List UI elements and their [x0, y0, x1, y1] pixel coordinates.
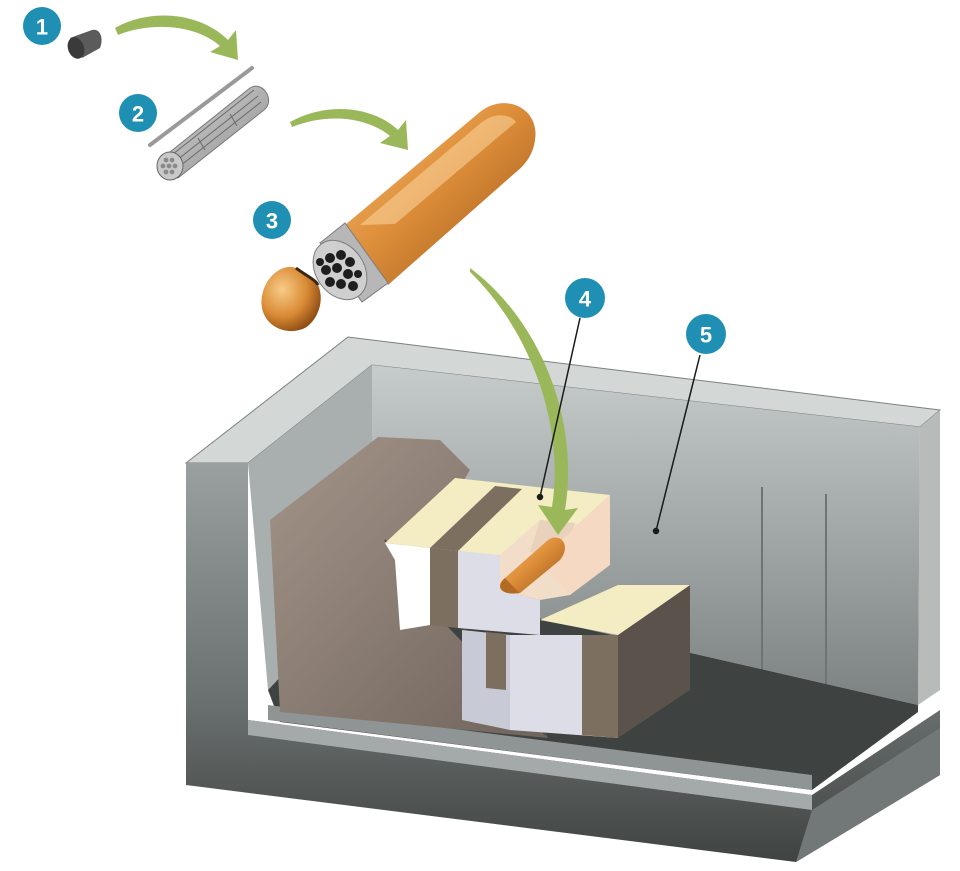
- fuel-bundle: [148, 66, 270, 181]
- lower-block-side: [618, 585, 690, 738]
- step-5-badge: 5: [686, 314, 726, 354]
- upper-block-front: [458, 551, 540, 635]
- step-2-label: 2: [132, 102, 144, 127]
- callout-lines: [536, 317, 701, 535]
- step-5-label: 5: [700, 323, 712, 348]
- lower-block-band: [486, 632, 506, 690]
- placement-room: [270, 437, 690, 738]
- arrow-1-to-2: [115, 15, 238, 60]
- arrow-2-to-3: [290, 108, 408, 150]
- vault-front-face: [186, 463, 940, 862]
- lower-block-top: [540, 585, 690, 635]
- vault-right-rim: [918, 410, 940, 705]
- arrow-3-to-4: [470, 268, 578, 535]
- upper-block-band: [430, 486, 522, 551]
- insert-channels: [316, 250, 362, 291]
- upper-block-band-front: [430, 548, 458, 628]
- step-4-label: 4: [579, 287, 592, 312]
- step-3-label: 3: [266, 209, 278, 234]
- step-3-badge: 3: [253, 201, 291, 239]
- step-1-badge: 1: [23, 7, 61, 45]
- fuel-pellet: [67, 29, 102, 59]
- lower-block-band: [582, 635, 618, 738]
- vault-back-wall: [372, 365, 920, 705]
- step-4-badge: 4: [565, 278, 605, 318]
- canister-body: [345, 103, 536, 285]
- copper-container: [261, 103, 536, 332]
- vault-floor-ledge: [268, 705, 812, 790]
- vault-front-top: [248, 720, 812, 810]
- placed-canister: [500, 537, 565, 594]
- canister-highlight: [360, 115, 516, 225]
- process-arrows: [115, 15, 578, 535]
- vault-bottom-slab: [796, 728, 940, 862]
- canister-lid: [261, 267, 321, 332]
- upper-block-front: [385, 543, 430, 630]
- step-1-label: 1: [36, 15, 48, 40]
- step-2-badge: 2: [119, 94, 157, 132]
- upper-block-side: [540, 495, 610, 595]
- fuel-rod: [148, 66, 254, 147]
